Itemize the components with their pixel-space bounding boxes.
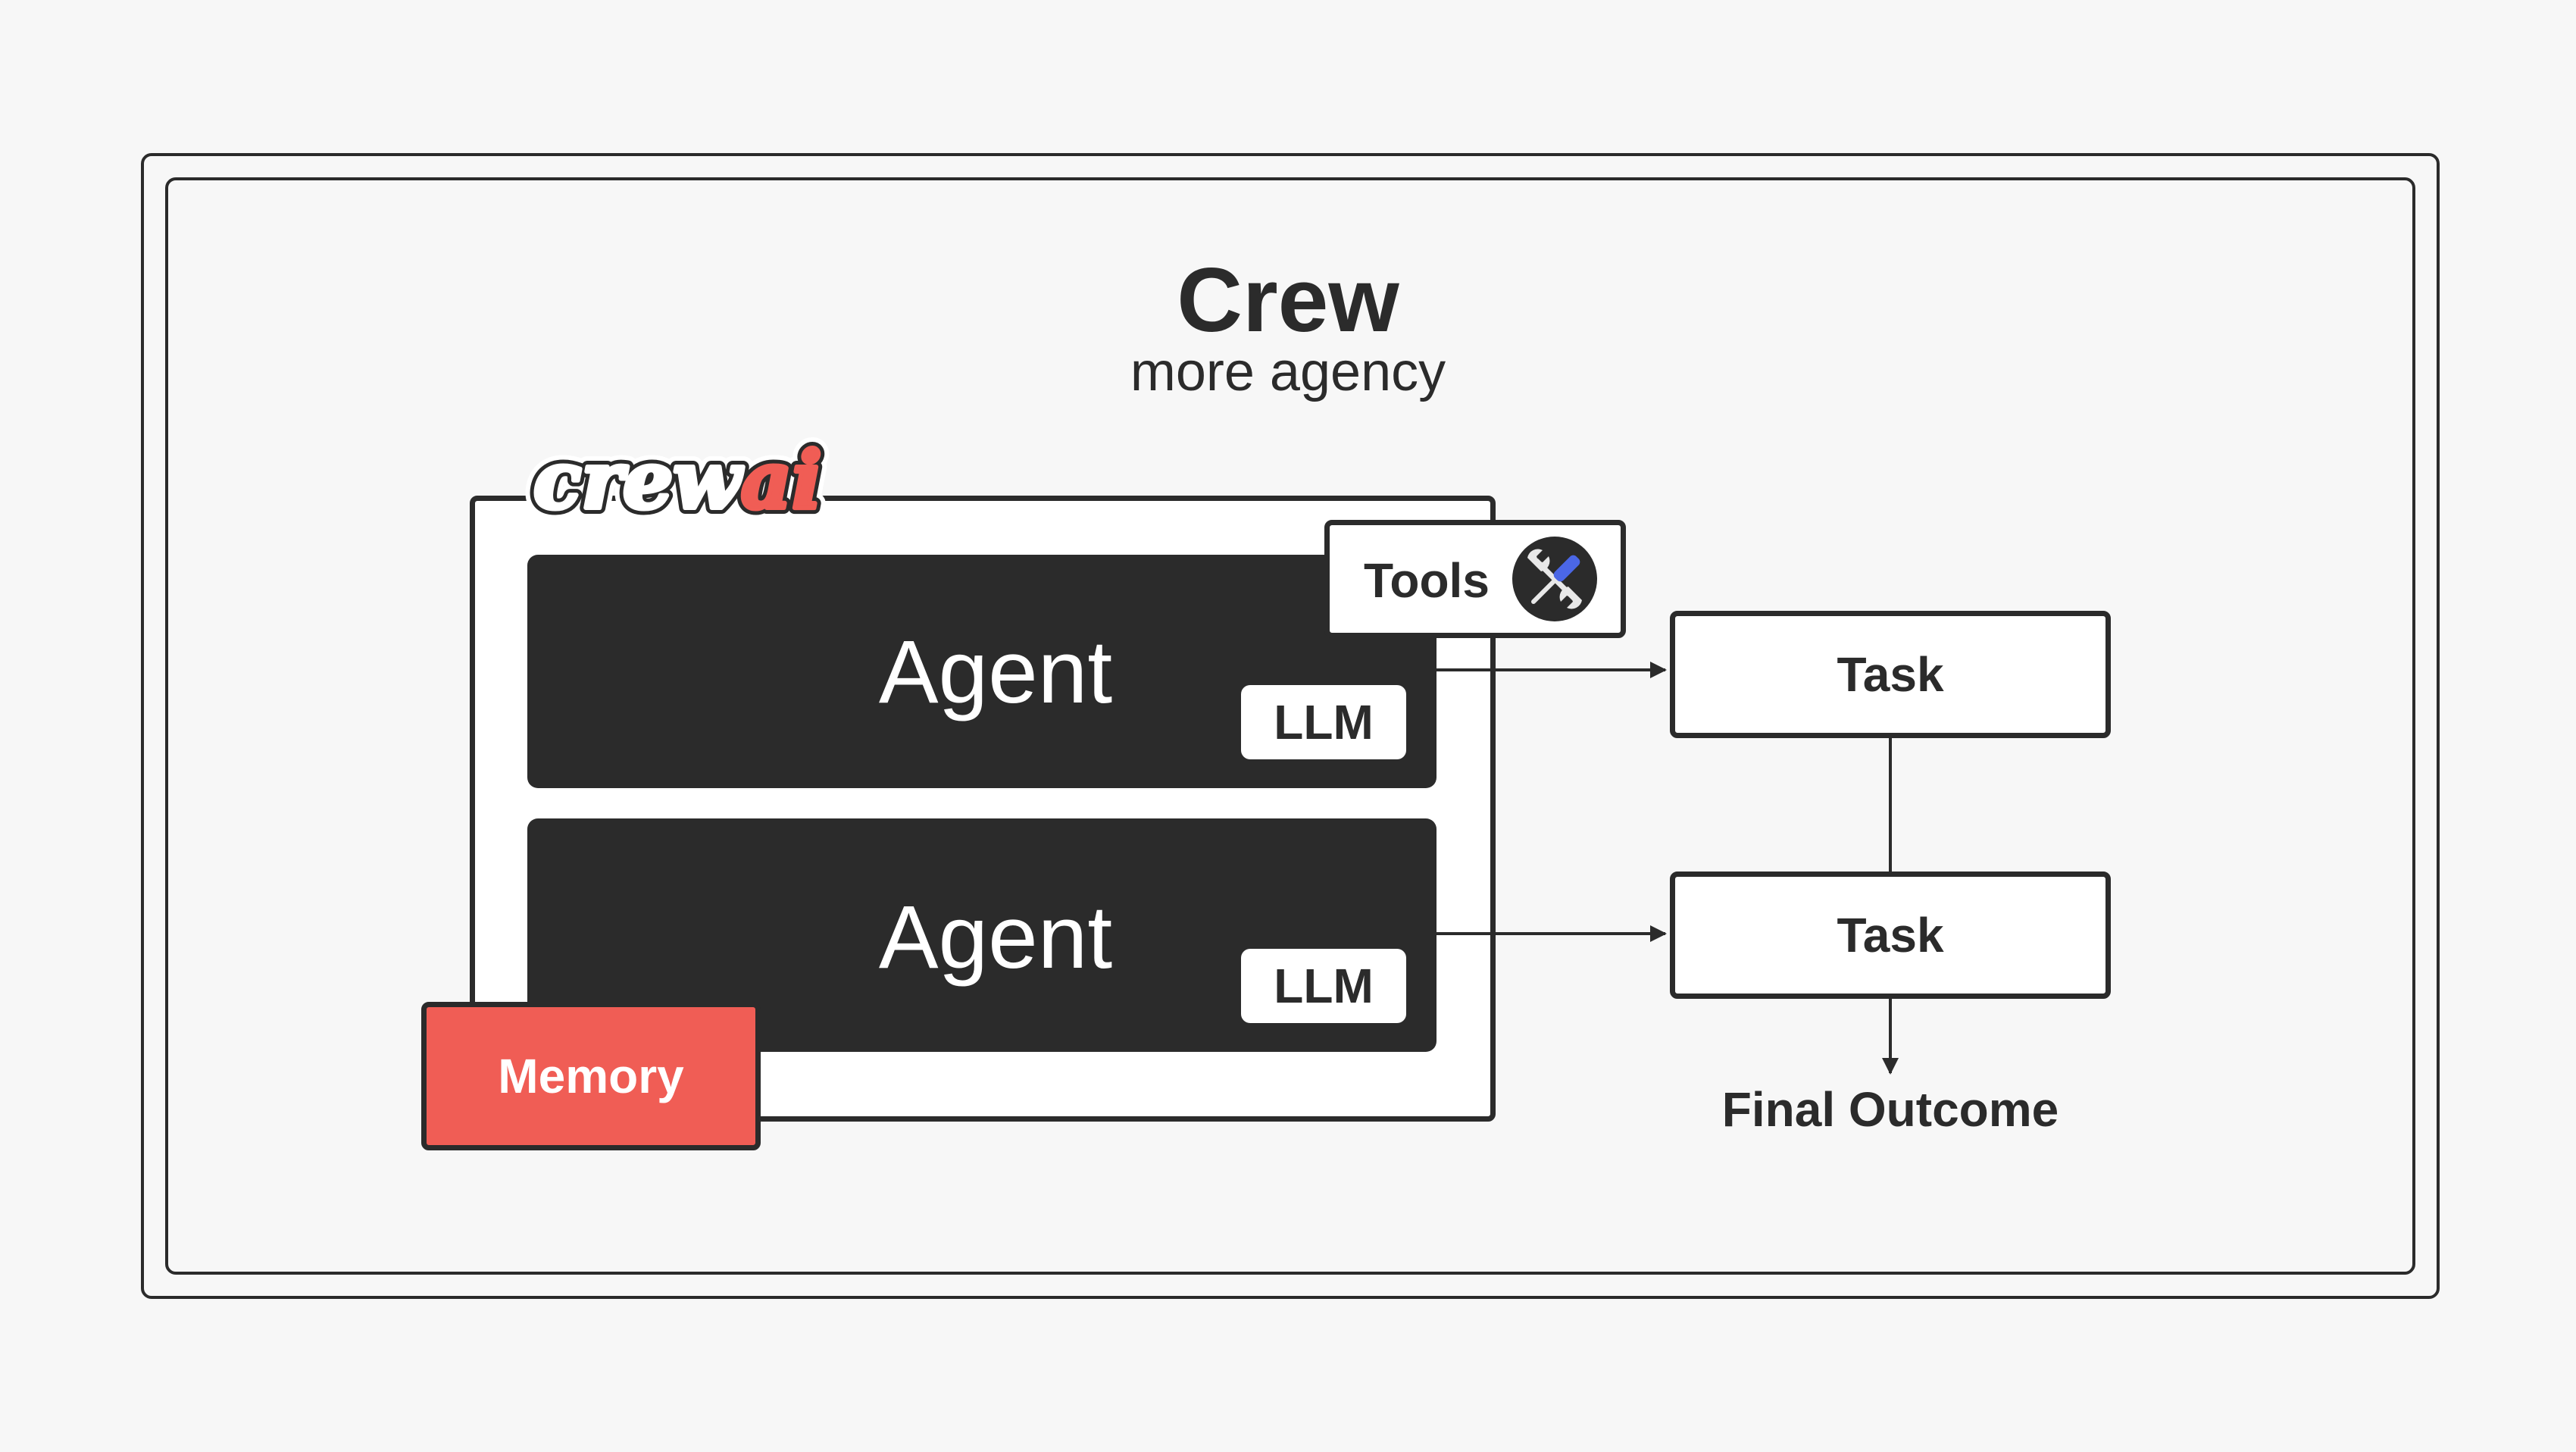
wrench-screwdriver-icon [1512, 537, 1597, 621]
final-outcome-label: Final Outcome [1721, 1082, 2059, 1137]
crewai-logo: crewai crewai crewai [523, 424, 833, 530]
llm-badge-1: LLM [1241, 685, 1406, 759]
svg-text:crewai: crewai [533, 433, 822, 527]
svg-text:crewai: crewai [533, 433, 822, 527]
llm-badge-2: LLM [1241, 949, 1406, 1023]
diagram-title: Crew [1177, 249, 1399, 351]
agent-label-1: Agent [878, 622, 1113, 722]
diagram-subtitle: more agency [1130, 342, 1446, 402]
memory-box: Memory [421, 1002, 761, 1150]
outer-frame [141, 153, 2440, 1299]
task-box-2: Task [1670, 872, 2111, 999]
tools-label: Tools [1364, 553, 1490, 608]
agent-label-2: Agent [878, 887, 1113, 987]
task-box-1: Task [1670, 611, 2111, 738]
svg-text:crewai: crewai [533, 433, 822, 527]
inner-frame [165, 177, 2415, 1275]
